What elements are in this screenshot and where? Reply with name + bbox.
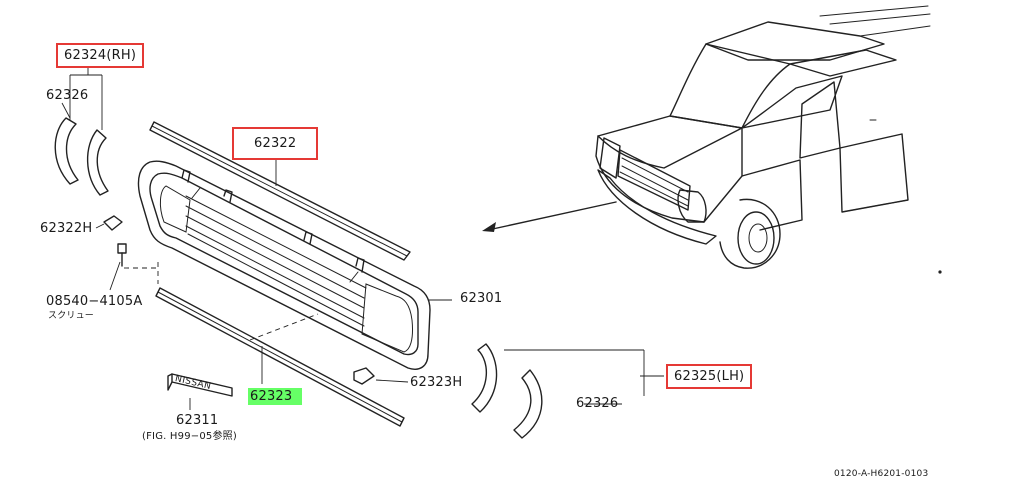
diagram-id: 0120-A-H6201-0103 [834,469,929,479]
label-screw-note: スクリュー [48,311,95,321]
rh-leader [61,68,103,130]
label-08540-4105a: 08540−4105A [46,294,143,309]
clip-upper [95,215,123,231]
grille-body [137,160,452,370]
lh-leader [504,349,664,405]
rh-molding-right [86,129,109,196]
lh-molding-right [513,369,543,439]
label-62326-rh: 62326 [46,88,89,103]
truck-illustration [595,5,942,274]
lower-molding [155,287,405,427]
label-62323h: 62323H [410,375,463,390]
label-62311: 62311 [176,413,219,428]
direction-arrow [482,201,617,232]
label-62325-lh: 62325(LH) [666,364,753,389]
label-62323: 62323 [248,388,303,405]
screw-part [109,243,159,291]
emblem-part [167,373,233,410]
label-62322h: 62322H [40,221,93,236]
label-62326-lh: 62326 [576,396,619,411]
upper-molding [149,121,411,261]
rh-molding-left [54,117,79,185]
label-62324-rh: 62324(RH) [56,43,145,68]
label-62301: 62301 [460,291,503,306]
clip-lower [353,367,409,385]
lh-molding-left [471,343,498,413]
label-62323-wrap: 62323 [248,388,303,405]
label-fig-ref: (FIG. H99−05参照) [142,431,237,442]
label-62322: 62322 [232,127,319,160]
